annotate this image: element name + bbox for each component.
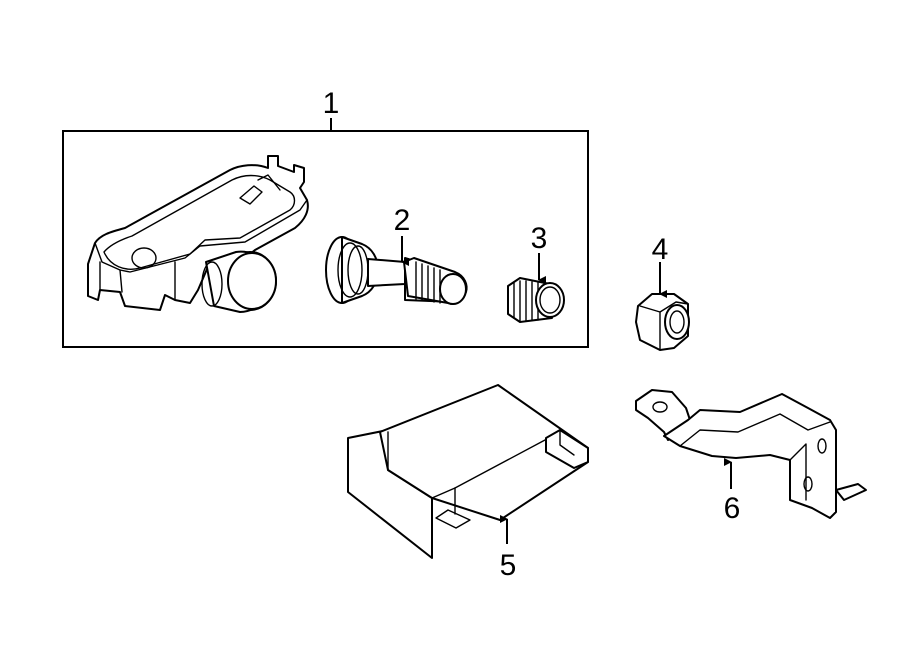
hex-nut-icon bbox=[635, 293, 690, 351]
callout-1-number: 1 bbox=[323, 87, 340, 120]
valve-stem-icon bbox=[325, 236, 468, 305]
callout-4-number: 4 bbox=[652, 233, 669, 266]
callout-3-number: 3 bbox=[531, 222, 548, 255]
tpms-sensor-assembly-icon bbox=[87, 155, 309, 313]
valve-cap-icon bbox=[507, 277, 565, 323]
assembly-group-box bbox=[62, 130, 589, 348]
callout-2-number: 2 bbox=[394, 204, 411, 237]
callout-5-number: 5 bbox=[500, 549, 517, 582]
mounting-bracket-icon bbox=[635, 389, 867, 519]
control-module-icon bbox=[347, 384, 589, 559]
callout-6-number: 6 bbox=[724, 492, 741, 525]
